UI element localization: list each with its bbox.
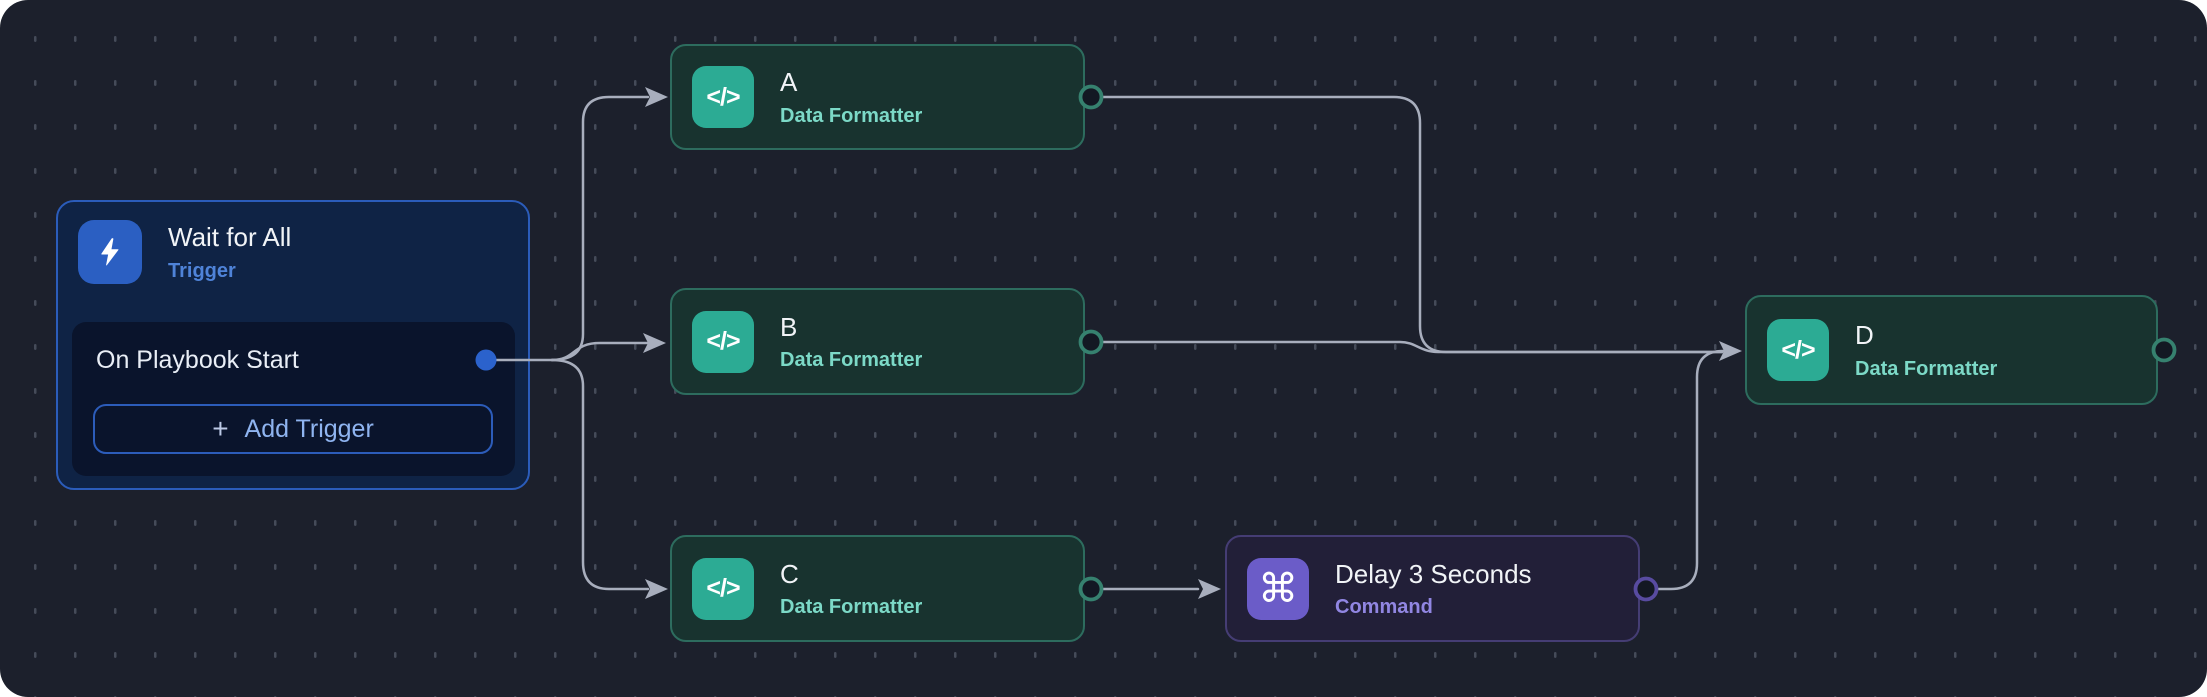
- node-type-label: Data Formatter: [780, 349, 923, 372]
- trigger-list-panel: On Playbook Start + Add Trigger: [72, 322, 515, 476]
- plus-icon: +: [212, 413, 229, 444]
- node-d[interactable]: </> D Data Formatter: [1745, 295, 2158, 405]
- lightning-icon: [78, 220, 142, 284]
- node-title: C: [780, 558, 799, 589]
- trigger-row-on-playbook-start[interactable]: On Playbook Start: [96, 346, 299, 374]
- code-icon: </>: [692, 310, 754, 373]
- node-type-label: Data Formatter: [780, 104, 923, 127]
- node-b[interactable]: </> B Data Formatter: [670, 288, 1085, 395]
- node-type-label: Command: [1335, 596, 1433, 619]
- node-title: D: [1855, 320, 1874, 351]
- node-type-label: Data Formatter: [1855, 357, 1998, 380]
- node-title: Delay 3 Seconds: [1335, 558, 1532, 589]
- add-trigger-label: Add Trigger: [244, 414, 374, 443]
- node-a[interactable]: </> A Data Formatter: [670, 44, 1085, 150]
- node-wait-for-all[interactable]: Wait for All Trigger On Playbook Start +…: [56, 200, 530, 490]
- add-trigger-button[interactable]: + Add Trigger: [93, 404, 493, 454]
- code-icon: </>: [692, 557, 754, 620]
- code-icon: </>: [692, 66, 754, 128]
- node-title: A: [780, 67, 798, 98]
- node-c[interactable]: </> C Data Formatter: [670, 535, 1085, 642]
- lightning-bolt: [101, 238, 119, 266]
- node-type-label: Trigger: [168, 259, 236, 282]
- code-icon: </>: [1767, 319, 1829, 381]
- node-type-label: Data Formatter: [780, 596, 923, 619]
- command-icon: ⌘: [1247, 557, 1309, 620]
- node-delay-3-seconds[interactable]: ⌘ Delay 3 Seconds Command: [1225, 535, 1640, 642]
- node-title: B: [780, 311, 798, 342]
- node-header: Wait for All Trigger: [58, 202, 528, 284]
- node-title: Wait for All: [168, 222, 292, 253]
